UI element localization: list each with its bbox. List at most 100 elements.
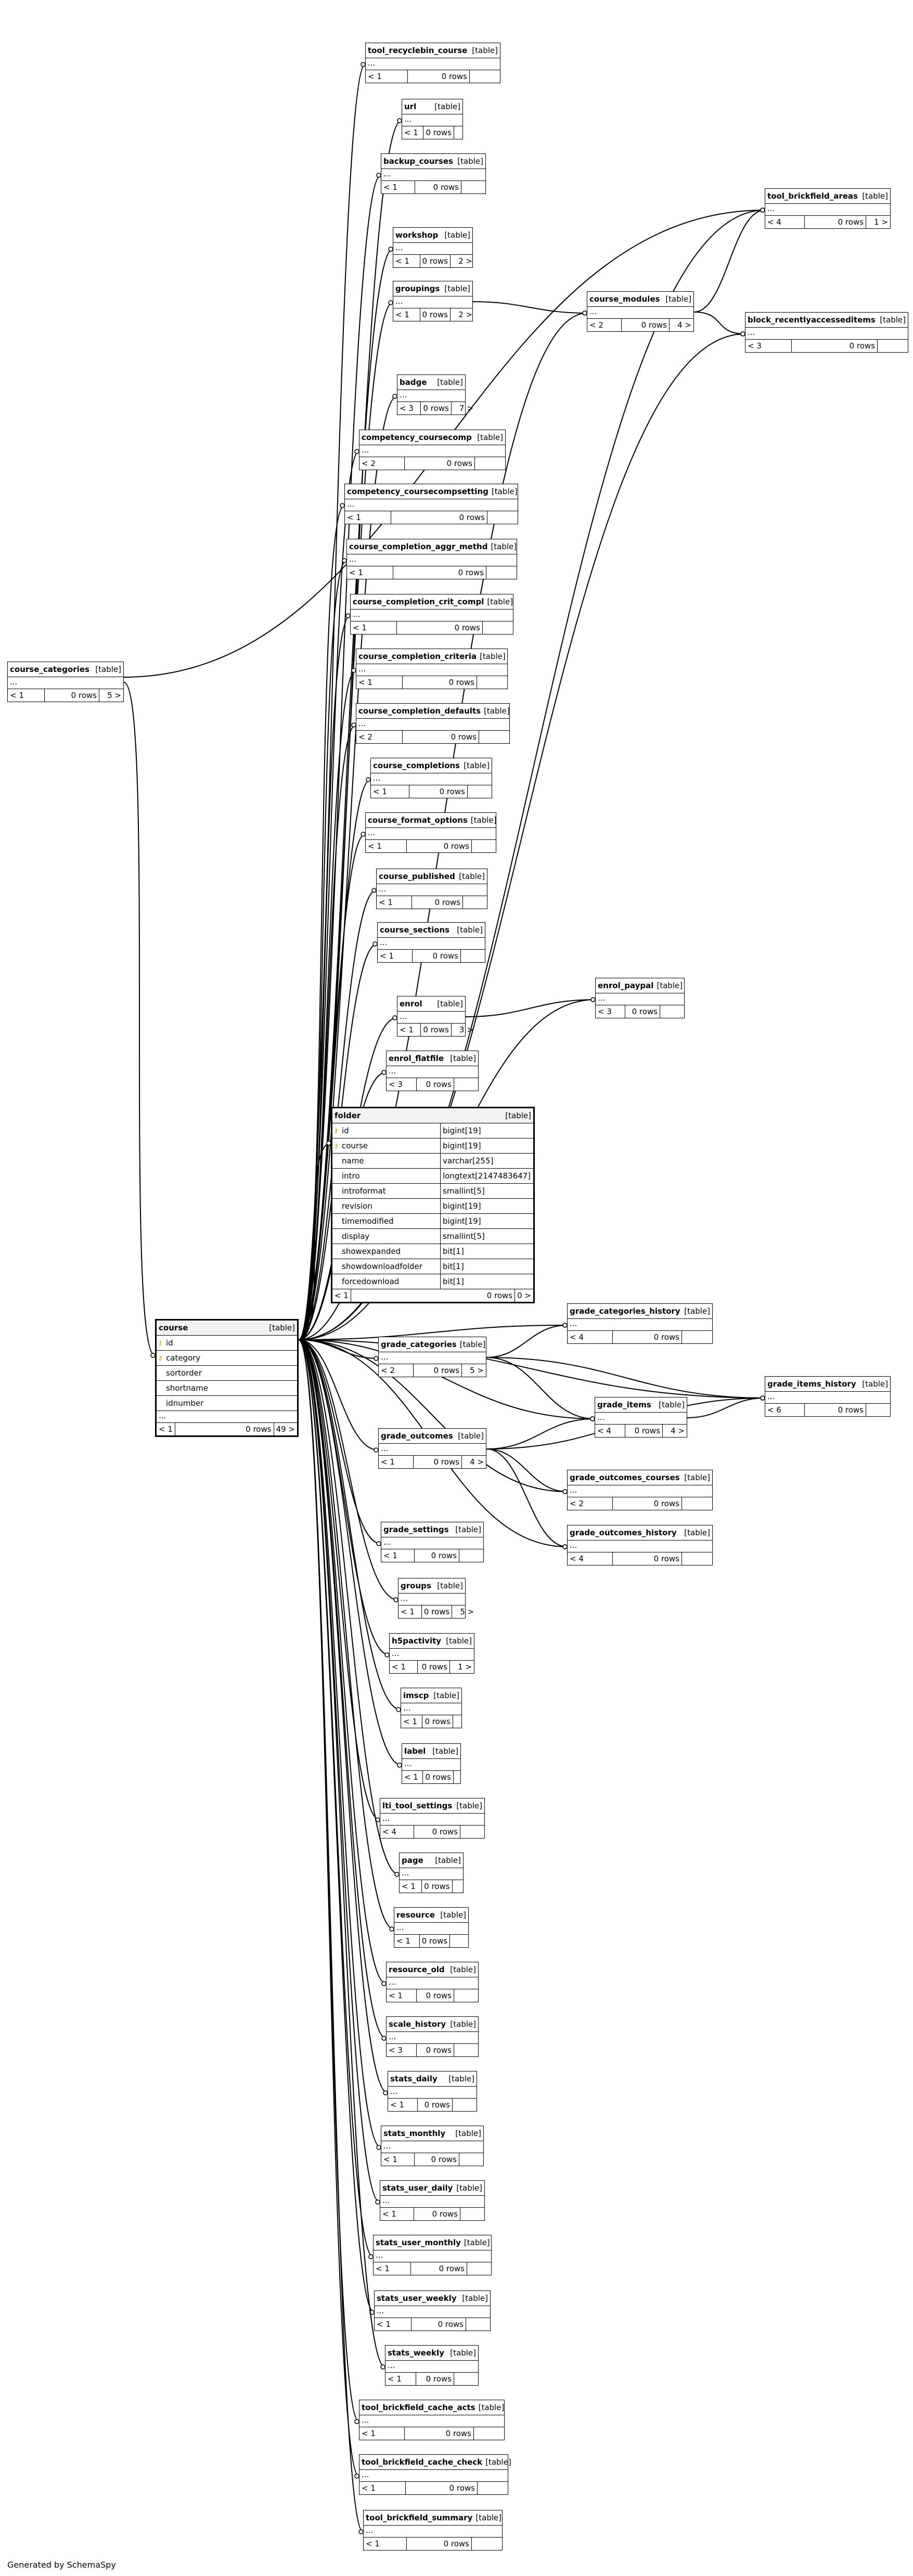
children-count[interactable] [478,2482,508,2494]
table-course-completion-crit-compl[interactable]: course_completion_crit_compl[table]...< … [350,594,513,635]
parents-count[interactable]: < 1 [359,2482,406,2494]
parents-count[interactable]: < 2 [379,1364,414,1377]
children-count[interactable] [454,1989,478,2002]
parents-count[interactable]: < 1 [8,689,45,702]
parents-count[interactable]: < 1 [359,2427,405,2440]
children-count[interactable] [682,1552,712,1565]
parents-count[interactable]: < 3 [596,1005,625,1018]
table-competency-coursecompsetting[interactable]: competency_coursecompsetting[table]...< … [344,484,518,524]
parents-count[interactable]: < 1 [366,70,408,83]
parents-count[interactable]: < 1 [398,1606,422,1618]
parents-count[interactable]: < 3 [745,340,792,352]
parents-count[interactable]: < 1 [380,2208,414,2220]
children-count[interactable] [454,1078,478,1091]
children-count[interactable] [660,1005,684,1018]
children-count[interactable]: 7 > [459,403,473,413]
children-count[interactable] [453,1880,477,1893]
parents-count[interactable]: < 1 [394,1935,420,1947]
children-count[interactable] [459,2153,483,2166]
parents-count[interactable]: < 1 [393,308,420,321]
children-count[interactable] [468,785,492,798]
children-count[interactable]: 5 > [460,1607,474,1616]
parents-count[interactable]: < 4 [765,216,805,228]
parents-count[interactable]: < 3 [397,402,421,415]
parents-count[interactable]: < 4 [568,1552,613,1565]
parents-count[interactable]: < 1 [397,1024,421,1036]
parents-count[interactable]: < 1 [378,950,413,962]
parents-count[interactable]: < 4 [380,1826,414,1838]
parents-count[interactable]: < 4 [595,1425,626,1437]
children-count[interactable] [454,1771,478,1783]
parents-count[interactable]: < 1 [388,2099,418,2111]
parents-count[interactable]: < 4 [568,1331,613,1343]
parents-count[interactable]: < 1 [377,896,413,909]
children-count[interactable] [461,950,485,962]
children-count[interactable] [878,340,908,352]
children-count[interactable] [682,1331,712,1343]
parents-count[interactable]: < 3 [387,2044,417,2056]
children-count[interactable] [682,1497,712,1510]
children-count[interactable] [454,126,478,139]
children-count[interactable] [474,2427,504,2440]
children-count[interactable]: 0 > [517,1290,531,1300]
children-count[interactable]: 4 > [677,320,691,330]
parents-count[interactable]: < 3 [387,1078,417,1091]
parents-count[interactable]: < 1 [345,511,391,524]
parents-count[interactable]: < 1 [401,1715,423,1728]
children-count[interactable] [463,896,487,909]
children-count[interactable] [487,511,518,524]
children-count[interactable] [460,2208,484,2220]
table-tool-brickfield-cache-check[interactable]: tool_brickfield_cache_check[table]...< 1… [359,2454,511,2495]
parents-count[interactable]: < 1 [393,255,420,267]
parents-count[interactable]: < 1 [366,840,407,852]
children-count[interactable] [454,2044,478,2056]
children-count[interactable]: 4 > [470,1457,484,1467]
children-count[interactable]: 2 > [458,309,472,319]
parents-count[interactable]: < 1 [332,1289,351,1302]
children-count[interactable]: 4 > [671,1426,685,1435]
children-count[interactable]: 2 > [458,256,472,266]
parents-count[interactable]: < 1 [402,126,424,139]
children-count[interactable]: 5 > [107,690,121,700]
children-count[interactable] [477,676,507,689]
children-count[interactable] [470,70,500,83]
parents-count[interactable]: < 6 [765,1404,805,1416]
children-count[interactable] [459,1549,483,1562]
children-count[interactable] [475,457,505,470]
parents-count[interactable]: < 1 [381,181,415,193]
parents-count[interactable]: < 1 [385,2373,416,2385]
parents-count[interactable]: < 1 [157,1423,175,1435]
